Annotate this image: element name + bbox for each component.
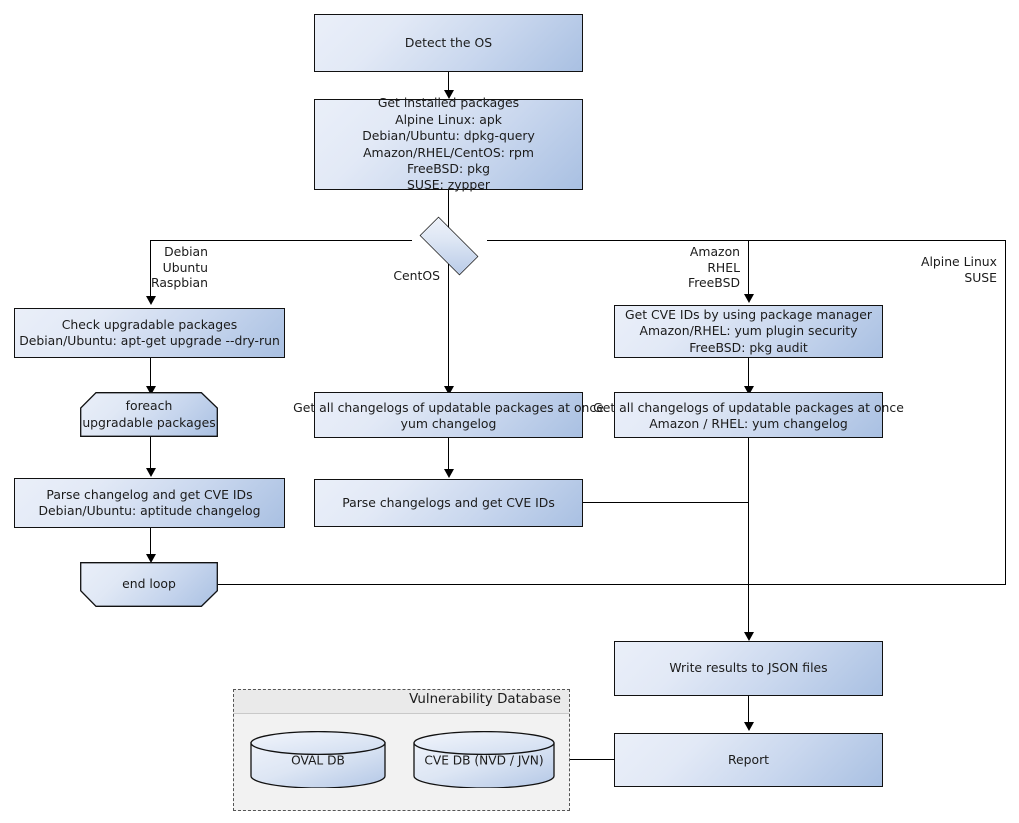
vulnerability-database-title: Vulnerability Database [409,692,561,707]
edge-alpine-down [1005,240,1007,585]
edge-parse-centos-to-rail [583,502,749,504]
edge-label-amazon: Amazon RHEL FreeBSD [688,244,740,290]
node-check-upgradable[interactable]: Check upgradable packages Debian/Ubuntu:… [14,308,285,358]
cylinder-cve-db-label: CVE DB (NVD / JVN) [424,753,544,768]
edge-cveids-to-changelogs-amazon [748,358,750,390]
arrowhead-centos [444,386,454,395]
cylinder-cve-db[interactable]: CVE DB (NVD / JVN) [413,731,555,788]
node-report[interactable]: Report [614,733,883,787]
edge-label-centos: CentOS [393,268,440,283]
node-foreach-loop[interactable]: foreach upgradable packages [80,392,218,437]
node-get-installed-packages-label: Get installed packages Alpine Linux: apk… [362,95,535,193]
node-end-loop-label: end loop [122,576,176,592]
arrowhead-changelogs-to-parse-centos [444,469,454,478]
arrowhead-cveids-to-changelogs-amazon [744,386,754,395]
edge-endloop-to-rail [218,584,1006,586]
arrowhead-parse-to-endloop [146,554,156,563]
node-write-results-label: Write results to JSON files [669,660,828,676]
edge-centos-down [448,264,450,389]
node-parse-changelog-deb[interactable]: Parse changelog and get CVE IDs Debian/U… [14,478,285,528]
edge-debian-down [150,240,152,298]
arrowhead-write-to-report [744,722,754,731]
node-changelogs-amazon-label: Get all changelogs of updatable packages… [593,400,904,432]
arrowhead-debian [146,296,156,305]
node-parse-changelog-deb-label: Parse changelog and get CVE IDs Debian/U… [38,486,261,518]
vulnerability-database-titlebar [234,690,569,714]
node-changelogs-centos[interactable] [314,392,583,438]
edge-label-debian: Debian Ubuntu Raspbian [150,244,208,290]
edge-label-alpine: Alpine Linux SUSE [920,254,997,285]
node-decision-os-family[interactable] [409,216,489,276]
node-end-loop[interactable]: end loop [80,562,218,607]
node-write-results[interactable]: Write results to JSON files [614,641,883,696]
edge-merge-rail-down [748,438,750,638]
node-parse-changelogs-centos[interactable]: Parse changelogs and get CVE IDs [314,479,583,527]
node-check-upgradable-label: Check upgradable packages Debian/Ubuntu:… [19,316,280,348]
edge-vulndb-to-report [570,759,615,761]
node-detect-os-label: Detect the OS [404,34,493,50]
node-get-cve-ids-pkgmgr[interactable]: Get CVE IDs by using package manager Ama… [614,305,883,358]
node-changelogs-centos-label: Get all changelogs of updatable packages… [293,400,604,432]
cylinder-oval-db[interactable]: OVAL DB [250,731,386,788]
node-foreach-loop-label: foreach upgradable packages [82,398,216,430]
node-parse-changelogs-centos-label: Parse changelogs and get CVE IDs [342,494,555,510]
node-report-label: Report [727,751,770,767]
arrowhead-detect-to-packages [444,90,454,99]
arrowhead-check-to-foreach [146,386,156,395]
edge-write-to-report [748,696,750,726]
edge-check-to-foreach [150,358,152,390]
cylinder-oval-db-label: OVAL DB [291,753,345,768]
node-get-cve-ids-pkgmgr-label: Get CVE IDs by using package manager Ama… [625,306,872,355]
edge-detect-to-packages [448,72,450,92]
edge-foreach-to-parse [150,437,152,472]
edge-packages-to-decision [448,190,450,231]
cylinder-oval-db-shape [250,731,386,788]
arrowhead-rail-to-write-results [744,632,754,641]
edge-changelogs-to-parse-centos [448,438,450,473]
edge-amazon-down [748,240,750,296]
edge-branch-bar-right [487,240,1006,242]
node-detect-os[interactable]: Detect the OS [314,14,583,72]
edge-branch-bar-left [150,240,412,242]
edge-parse-to-endloop [150,528,152,560]
arrowhead-amazon [744,294,754,303]
cylinder-cve-db-shape [413,731,555,788]
node-get-installed-packages[interactable]: Get installed packages Alpine Linux: apk… [314,95,583,192]
arrowhead-foreach-to-parse [146,468,156,477]
node-changelogs-amazon[interactable] [614,392,883,438]
